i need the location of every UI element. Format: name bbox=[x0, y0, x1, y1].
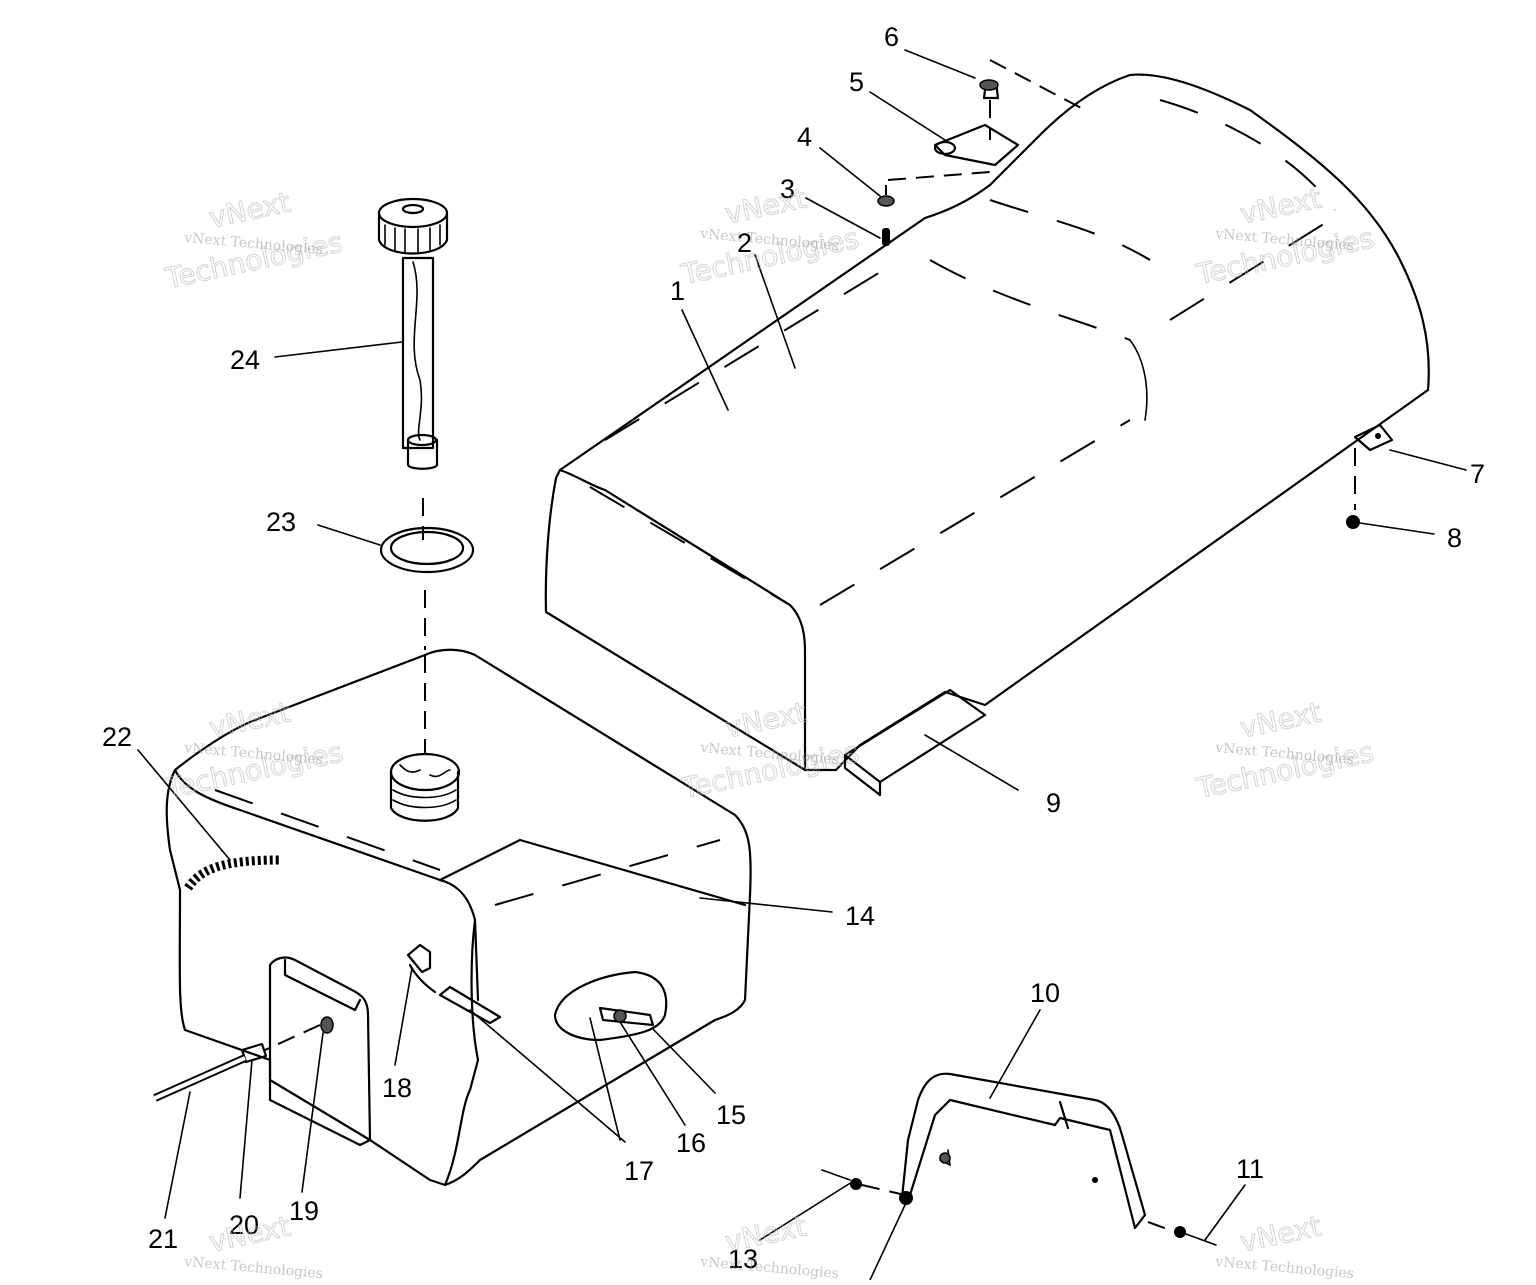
seat-strip-9 bbox=[843, 688, 987, 797]
callout-9: 9 bbox=[1046, 788, 1061, 818]
watermark-2: vNext Technologies vNext Technologies bbox=[677, 181, 862, 292]
svg-text:vNext: vNext bbox=[1237, 1209, 1324, 1258]
callout-numbers: 6 5 4 3 2 1 7 8 9 10 11 13 14 15 16 17 1… bbox=[102, 22, 1485, 1274]
callout-19: 19 bbox=[289, 1196, 319, 1226]
callout-22: 22 bbox=[102, 722, 132, 752]
svg-text:vNext Technologies: vNext Technologies bbox=[183, 1254, 324, 1280]
callout-17: 17 bbox=[624, 1156, 654, 1186]
callout-13: 13 bbox=[728, 1244, 758, 1274]
svg-text:vNext: vNext bbox=[206, 185, 293, 234]
svg-text:vNext: vNext bbox=[1237, 695, 1324, 744]
watermark-6: vNext Technologies vNext Technologies bbox=[1192, 695, 1377, 806]
tank-fittings bbox=[406, 943, 668, 1042]
svg-text:vNext: vNext bbox=[722, 1209, 809, 1258]
tank-strap-10 bbox=[821, 1072, 1217, 1246]
fuel-tank bbox=[165, 648, 752, 1187]
svg-text:vNext Technologies: vNext Technologies bbox=[699, 1254, 840, 1280]
watermark-8: vNext vNext Technologies bbox=[699, 1209, 840, 1282]
callout-1: 1 bbox=[670, 276, 685, 306]
callout-8: 8 bbox=[1447, 523, 1462, 553]
callout-10: 10 bbox=[1030, 978, 1060, 1008]
seat bbox=[544, 73, 1430, 772]
callout-24: 24 bbox=[230, 345, 260, 375]
spring-clamp-22 bbox=[184, 855, 281, 891]
watermark-5: vNext Technologies vNext Technologies bbox=[677, 695, 862, 806]
watermark-9: vNext vNext Technologies bbox=[1214, 1209, 1355, 1282]
callout-2: 2 bbox=[737, 228, 752, 258]
callout-18: 18 bbox=[382, 1073, 412, 1103]
svg-text:vNext: vNext bbox=[206, 695, 293, 744]
callout-14: 14 bbox=[845, 901, 875, 931]
svg-text:vNext: vNext bbox=[1237, 181, 1324, 230]
svg-text:vNext: vNext bbox=[722, 695, 809, 744]
svg-text:vNext Technologies: vNext Technologies bbox=[1214, 1254, 1355, 1280]
svg-text:vNext: vNext bbox=[206, 1209, 293, 1258]
fuel-sender-24 bbox=[377, 197, 449, 470]
screw-8-icon bbox=[1346, 515, 1360, 529]
callout-6: 6 bbox=[884, 22, 899, 52]
callout-15: 15 bbox=[716, 1100, 746, 1130]
svg-text:vNext: vNext bbox=[722, 181, 809, 230]
callout-3: 3 bbox=[780, 174, 795, 204]
leader-lines bbox=[137, 49, 1467, 1281]
watermarks: vNext Technologies vNext Technologies vN… bbox=[161, 181, 1377, 1282]
seat-hardware bbox=[877, 59, 1086, 246]
callout-7: 7 bbox=[1470, 459, 1485, 489]
callout-20: 20 bbox=[229, 1210, 259, 1240]
callout-23: 23 bbox=[266, 507, 296, 537]
callout-5: 5 bbox=[849, 67, 864, 97]
callout-21: 21 bbox=[148, 1224, 178, 1254]
watermark-1: vNext Technologies vNext Technologies bbox=[161, 185, 346, 296]
callout-4: 4 bbox=[797, 122, 812, 152]
seat-bracket-7 bbox=[1346, 423, 1394, 529]
watermark-4: vNext Technologies vNext Technologies bbox=[161, 695, 346, 806]
callout-11: 11 bbox=[1236, 1154, 1264, 1184]
callout-16: 16 bbox=[676, 1128, 706, 1158]
tank-shield bbox=[153, 956, 372, 1147]
gasket-23 bbox=[379, 498, 475, 650]
watermark-3: vNext Technologies vNext Technologies bbox=[1192, 181, 1377, 292]
